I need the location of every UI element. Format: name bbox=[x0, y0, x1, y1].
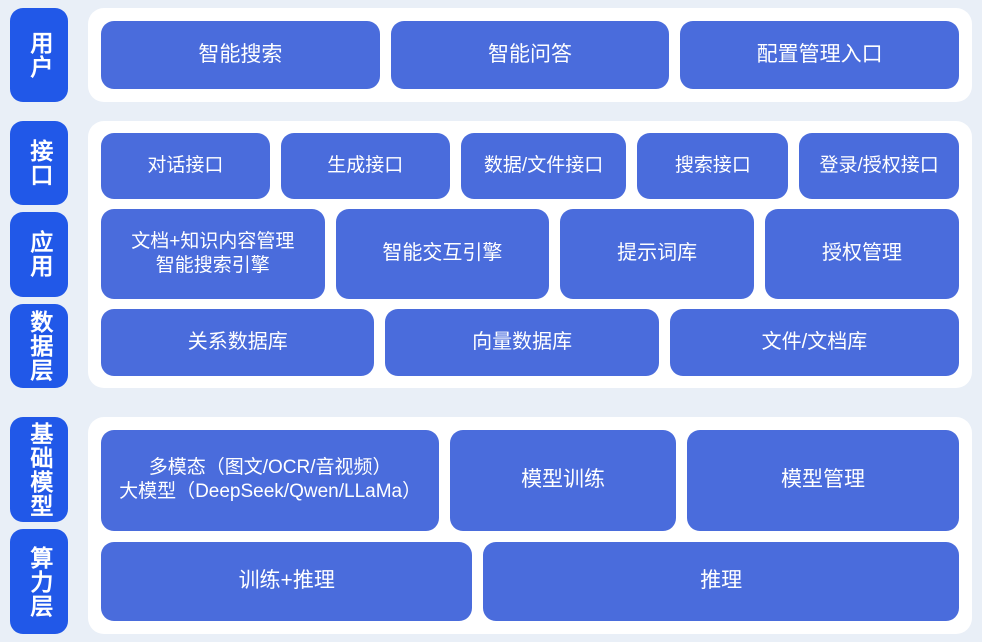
card-data-file-api[interactable]: 数据/文件接口 bbox=[460, 133, 627, 199]
rail-data-layer: 数据层 bbox=[10, 303, 68, 388]
rail-user-label: 用户 bbox=[26, 31, 53, 79]
row-data-stores: 关系数据库 向量数据库 文件/文档库 bbox=[101, 308, 959, 376]
rail-foundation-model: 基础模型 bbox=[10, 417, 68, 522]
rail-foundation-model-label: 基础模型 bbox=[26, 421, 53, 518]
card-login-auth-api[interactable]: 登录/授权接口 bbox=[799, 133, 959, 199]
card-intelligent-search[interactable]: 智能搜索 bbox=[101, 21, 380, 89]
row-compute-layer: 训练+推理 推理 bbox=[101, 541, 959, 621]
card-inference[interactable]: 推理 bbox=[483, 541, 959, 621]
card-authorization-management[interactable]: 授权管理 bbox=[765, 208, 959, 299]
card-model-training[interactable]: 模型训练 bbox=[450, 430, 676, 531]
card-model-management[interactable]: 模型管理 bbox=[686, 430, 960, 531]
card-dialog-api[interactable]: 对话接口 bbox=[101, 133, 270, 199]
card-multimodal-large-model[interactable]: 多模态（图文/OCR/音视频） 大模型（DeepSeek/Qwen/LLaMa） bbox=[101, 430, 440, 531]
card-prompt-library[interactable]: 提示词库 bbox=[560, 208, 755, 299]
band-user: 用户 智能搜索 智能问答 配置管理入口 bbox=[0, 0, 982, 110]
panel-user: 智能搜索 智能问答 配置管理入口 bbox=[88, 8, 972, 102]
card-training-and-inference[interactable]: 训练+推理 bbox=[101, 541, 473, 621]
card-intelligent-qa[interactable]: 智能问答 bbox=[390, 21, 670, 89]
rail-application-label: 应用 bbox=[26, 230, 53, 279]
panel-middle: 对话接口 生成接口 数据/文件接口 搜索接口 登录/授权接口 文档+知识内容管理… bbox=[88, 121, 972, 388]
card-generation-api[interactable]: 生成接口 bbox=[280, 133, 450, 199]
card-file-document-store[interactable]: 文件/文档库 bbox=[669, 308, 959, 376]
rail-application: 应用 bbox=[10, 212, 68, 297]
panel-base: 多模态（图文/OCR/音视频） 大模型（DeepSeek/Qwen/LLaMa）… bbox=[88, 417, 972, 634]
band-base: 基础模型 算力层 多模态（图文/OCR/音视频） 大模型（DeepSeek/Qw… bbox=[0, 409, 982, 642]
card-vector-database[interactable]: 向量数据库 bbox=[385, 308, 659, 376]
rail-data-layer-label: 数据层 bbox=[26, 309, 53, 382]
row-foundation-models: 多模态（图文/OCR/音视频） 大模型（DeepSeek/Qwen/LLaMa）… bbox=[101, 430, 960, 531]
rail-compute-layer-label: 算力层 bbox=[26, 545, 53, 618]
rail-user: 用户 bbox=[10, 8, 68, 102]
card-config-management-entry[interactable]: 配置管理入口 bbox=[680, 21, 960, 89]
card-intelligent-interaction-engine[interactable]: 智能交互引擎 bbox=[335, 208, 550, 299]
rail-compute-layer: 算力层 bbox=[10, 529, 68, 634]
rail-interface-label: 接口 bbox=[26, 139, 53, 188]
row-interface-apis: 对话接口 生成接口 数据/文件接口 搜索接口 登录/授权接口 bbox=[101, 133, 959, 199]
band-middle: 接口 应用 数据层 对话接口 生成接口 数据/文件接口 搜索接口 登录/授权接口… bbox=[0, 113, 982, 396]
card-relational-database[interactable]: 关系数据库 bbox=[101, 308, 375, 376]
band-base-rails: 基础模型 算力层 bbox=[0, 409, 88, 642]
rail-interface: 接口 bbox=[10, 121, 68, 206]
row-user-entries: 智能搜索 智能问答 配置管理入口 bbox=[101, 21, 960, 89]
card-document-knowledge-management[interactable]: 文档+知识内容管理 智能搜索引擎 bbox=[101, 208, 325, 299]
band-user-rails: 用户 bbox=[0, 0, 88, 110]
row-application-services: 文档+知识内容管理 智能搜索引擎 智能交互引擎 提示词库 授权管理 bbox=[101, 208, 959, 299]
card-search-api[interactable]: 搜索接口 bbox=[637, 133, 789, 199]
band-middle-rails: 接口 应用 数据层 bbox=[0, 113, 88, 396]
